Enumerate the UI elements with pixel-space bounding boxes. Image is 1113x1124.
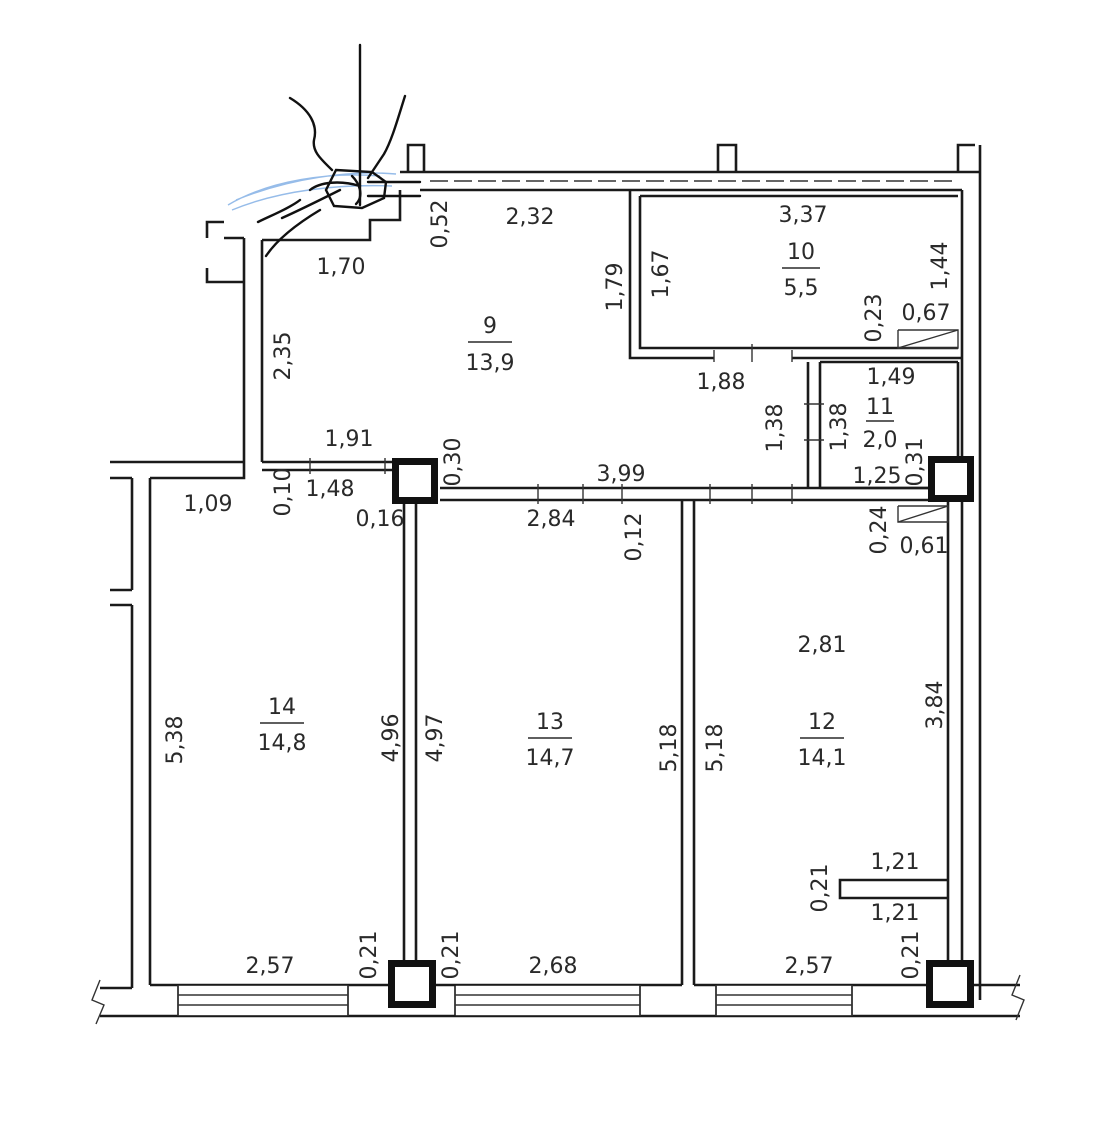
dimension-label: 3,99	[597, 462, 646, 487]
room-number: 9	[483, 314, 497, 339]
dimension-label: 2,32	[506, 205, 555, 230]
window-right	[715, 984, 853, 1017]
dimension-label: 3,84	[923, 681, 948, 730]
dimension-label: 5,38	[163, 716, 188, 765]
dimension-label: 2,84	[527, 507, 576, 532]
dimension-label: 3,37	[779, 203, 828, 228]
room-number: 11	[866, 395, 894, 420]
dimension-label: 0,61	[900, 534, 949, 559]
walls	[91, 143, 1025, 1025]
column-d	[926, 960, 974, 1008]
dimension-label: 0,52	[428, 200, 453, 249]
room-number: 12	[808, 710, 836, 735]
dimension-label: 1,79	[603, 263, 628, 312]
room-area: 5,5	[784, 276, 819, 301]
dimension-label: 0,31	[903, 438, 928, 487]
room-9-label: 9 13,9	[466, 314, 515, 376]
dimension-label: 1,21	[871, 901, 920, 926]
room-number: 13	[536, 710, 564, 735]
room-area: 13,9	[466, 351, 515, 376]
room-14-label: 14 14,8	[258, 695, 307, 756]
column-a	[392, 458, 438, 504]
room-area: 2,0	[863, 428, 898, 453]
room-number: 10	[787, 240, 815, 265]
dimension-label: 1,88	[697, 370, 746, 395]
dimension-label: 4,96	[379, 714, 404, 763]
dimension-label: 1,44	[928, 242, 953, 291]
dimension-label: 0,21	[357, 931, 382, 980]
dimension-label: 1,70	[317, 255, 366, 280]
room-12-label: 12 14,1	[798, 710, 847, 771]
room-area: 14,7	[526, 746, 575, 771]
dimension-label: 1,67	[649, 250, 674, 299]
dimension-label: 0,21	[808, 864, 833, 913]
dimension-label: 4,97	[423, 714, 448, 763]
dimension-label: 2,35	[271, 332, 296, 381]
dimension-label: 1,49	[867, 365, 916, 390]
dimension-label: 1,38	[827, 403, 852, 452]
dimension-label: 1,38	[763, 404, 788, 453]
dimension-label: 2,81	[798, 633, 847, 658]
dimension-label: 5,18	[657, 724, 682, 773]
column-c	[388, 960, 436, 1008]
room-13-label: 13 14,7	[526, 710, 575, 771]
window-left	[177, 984, 349, 1017]
dimension-label: 0,23	[862, 294, 887, 343]
room-10-label: 10 5,5	[782, 240, 820, 301]
dimension-label: 1,09	[184, 492, 233, 517]
dimension-label: 0,24	[867, 506, 892, 555]
dimension-label: 2,57	[785, 954, 834, 979]
dimension-label: 2,57	[246, 954, 295, 979]
dimension-label: 0,21	[439, 931, 464, 980]
window-center	[454, 984, 641, 1017]
dimension-label: 2,68	[529, 954, 578, 979]
sketch-drawing	[227, 43, 422, 258]
dimension-label: 0,10	[271, 468, 296, 517]
dimension-label: 1,91	[325, 427, 374, 452]
dimension-label: 1,48	[306, 477, 355, 502]
room-area: 14,1	[798, 746, 847, 771]
dimension-label: 0,21	[899, 931, 924, 980]
dimension-label: 0,30	[441, 438, 466, 487]
dimension-label: 1,21	[871, 850, 920, 875]
dimension-label: 5,18	[703, 724, 728, 773]
dimensions: 2,32 1,70 3,37 0,67 1,88 1,49 1,25 1,91 …	[163, 200, 953, 980]
room-number: 14	[268, 695, 296, 720]
room-area: 14,8	[258, 731, 307, 756]
dimension-label: 0,16	[356, 507, 405, 532]
column-b	[928, 456, 974, 502]
dimension-label: 0,67	[902, 301, 951, 326]
dimension-label: 0,12	[622, 513, 647, 562]
dimension-label: 1,25	[853, 464, 902, 489]
room-11-label: 11 2,0	[863, 395, 898, 453]
